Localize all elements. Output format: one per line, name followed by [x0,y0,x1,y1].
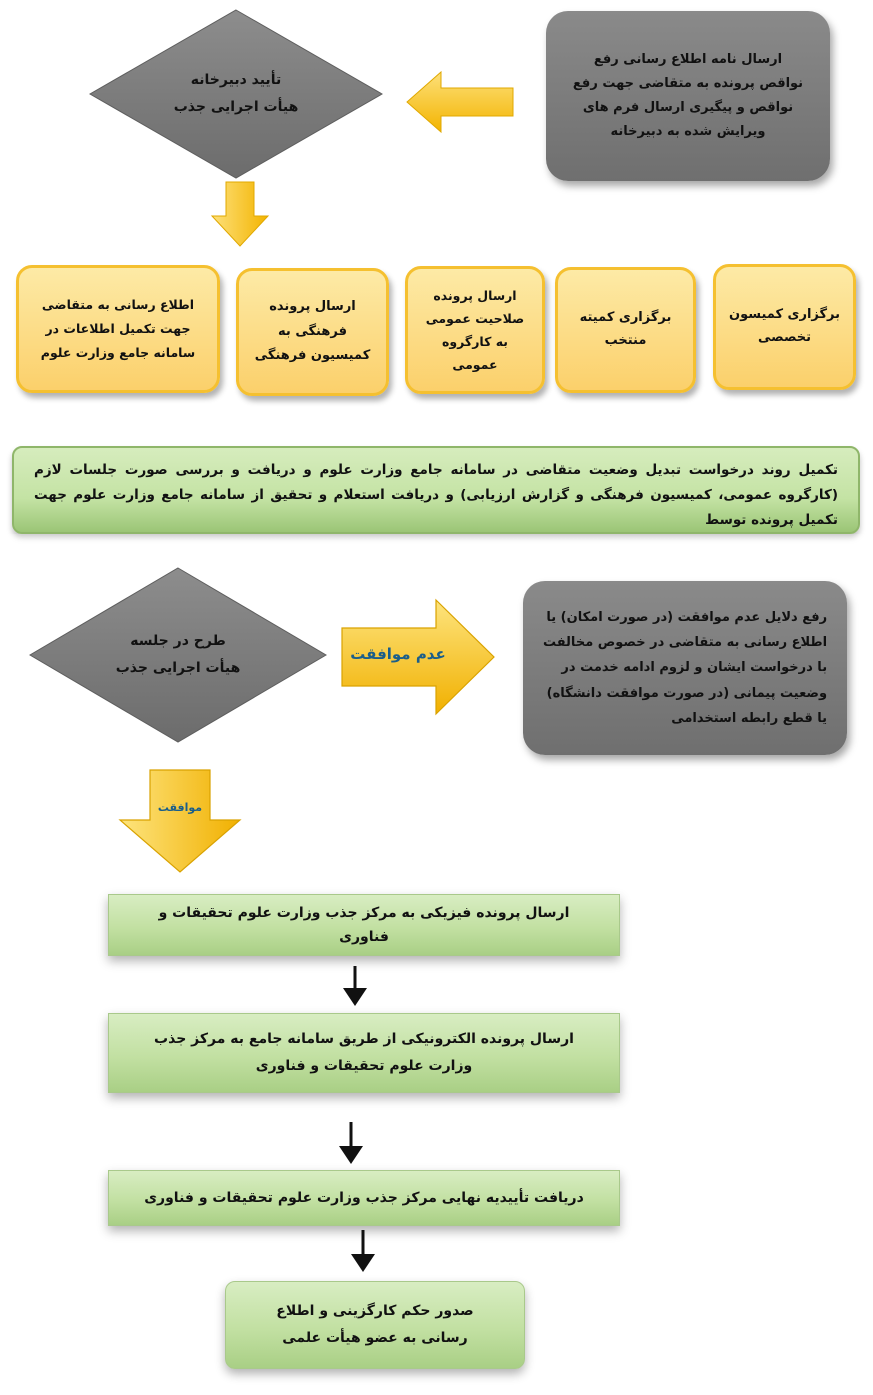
black-arrow-2-icon [339,1122,363,1164]
black-arrow-3-icon [351,1230,375,1272]
meeting-line1: طرح در جلسه [130,633,226,650]
meeting-line2: هیأت اجرایی جذب [115,660,241,676]
banner-text: تکمیل روند درخواست تبدیل وضعیت متقاضی در… [34,462,838,528]
tile-specialized-commission: برگزاری کمیسون تخصصی [713,264,856,390]
notify-deficiency-text: ارسال نامه اطلاع رسانی رفع نواقص پرونده … [572,51,804,140]
diamond-title-line2: هیأت اجرایی جذب [173,99,299,115]
tile-general-qualification: ارسال پرونده صلاحیت عمومی به کارگروه عمو… [405,266,545,394]
board-meeting-diamond: طرح در جلسه هیأت اجرایی جذب [28,566,328,744]
arrow-down-icon [210,181,270,247]
step-issue-order: صدور حکم کارگزینی و اطلاع رسانی به عضو ه… [225,1281,525,1369]
secretariat-approval-diamond: تأیید دبیرخانه هیأت اجرایی جذب [88,8,384,180]
diamond-title-line1: تأیید دبیرخانه [190,72,282,89]
reject-label: عدم موافقت [350,645,446,663]
step-electronic-file: ارسال پرونده الکترونیکی از طریق سامانه ج… [108,1013,620,1093]
arrow-down-approve-icon [118,769,242,873]
reject-handling-box: رفع دلایل عدم موافقت (در صورت امکان) یا … [523,581,847,755]
arrow-right-icon [341,598,495,716]
notify-deficiency-box: ارسال نامه اطلاع رسانی رفع نواقص پرونده … [546,11,830,181]
step-physical-file: ارسال پرونده فیزیکی به مرکز جذب وزارت عل… [108,894,620,956]
arrow-left-icon [406,70,514,134]
banner-reflection [0,534,873,564]
black-arrow-1-icon [343,966,367,1006]
tile-selected-committee: برگزاری کمیته منتخب [555,267,696,393]
tile-notify-complete-info: اطلاع رسانی به متقاضی جهت تکمیل اطلاعات … [16,265,220,393]
approve-label: موافقت [157,801,203,814]
step-final-approval: دریافت تأییدیه نهایی مرکز جذب وزارت علوم… [108,1170,620,1226]
process-completion-banner: تکمیل روند درخواست تبدیل وضعیت متقاضی در… [12,446,860,534]
tile-cultural-file: ارسال پرونده فرهنگی به کمیسیون فرهنگی [236,268,389,396]
